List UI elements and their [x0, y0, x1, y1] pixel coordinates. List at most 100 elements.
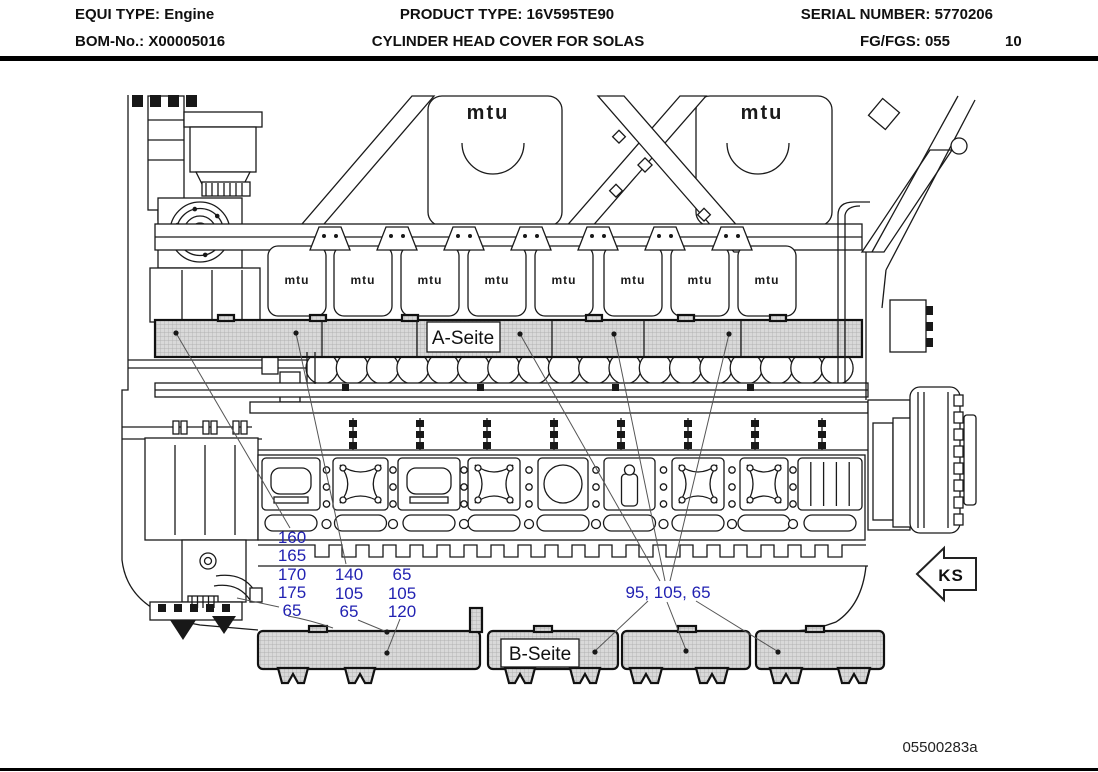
leader-dot — [775, 649, 781, 655]
band-ring — [458, 518, 470, 530]
callout-number: 165 — [278, 546, 306, 565]
castellation — [150, 95, 161, 107]
band-bolt — [592, 500, 600, 508]
band-bolt — [659, 466, 668, 474]
leader-line — [287, 615, 334, 629]
equi-type-value: Engine — [164, 6, 215, 23]
output-flange — [963, 414, 977, 506]
callout-number: 65 — [393, 565, 412, 584]
bom-label: BOM-No.: — [75, 33, 145, 50]
cylinder-head-cover — [467, 245, 527, 317]
bracket-bolt — [926, 306, 933, 315]
part-number-callouts: 160 165 170 175 65 140 105 65 65 105 120… — [278, 528, 711, 621]
flange-bolt — [202, 252, 208, 258]
crankcase-slot — [737, 514, 791, 532]
flex-hose — [201, 181, 251, 197]
stud-nut — [550, 420, 558, 427]
drum-rib — [953, 513, 964, 526]
stud-nut — [483, 442, 491, 449]
mtu-logo-small: mtu — [621, 273, 646, 287]
intake-duct — [860, 149, 954, 253]
pipe-flange — [210, 420, 218, 435]
callout-number: 140 — [335, 565, 363, 584]
stud-nut — [349, 431, 357, 438]
panel-bolt — [746, 464, 754, 472]
gasket-foot — [568, 666, 602, 685]
drum-rib — [953, 411, 964, 424]
stud-nut — [818, 442, 826, 449]
bracket-bolt — [523, 234, 527, 238]
duct-bolt — [611, 129, 627, 144]
leader-line — [357, 619, 388, 633]
lifting-eye — [950, 137, 968, 155]
drum-rib — [953, 496, 964, 509]
stud-nut — [751, 431, 759, 438]
cylinder-head-cover — [737, 245, 797, 317]
bracket-bolt — [926, 338, 933, 347]
band-bolt — [460, 466, 468, 474]
band-bolt — [789, 466, 797, 474]
engine-top-section: mtu mtu — [276, 95, 976, 309]
bracket-notch — [158, 604, 166, 612]
drum-rib — [953, 428, 964, 441]
drum-rib — [953, 479, 964, 492]
cylinder-head-cover — [400, 245, 460, 317]
bracket-notch — [174, 604, 182, 612]
page-title: CYLINDER HEAD COVER FOR SOLAS — [372, 33, 645, 50]
gasket-foot — [276, 666, 310, 685]
crankcase-panel — [797, 457, 863, 511]
deck-bracket — [510, 226, 552, 251]
liner-row — [305, 351, 854, 385]
pipe-flange — [202, 420, 210, 435]
serial-number-value: 5770206 — [934, 6, 993, 23]
panel-bolt — [774, 464, 782, 472]
stud-nut — [751, 442, 759, 449]
b-side-gasket-segment — [256, 629, 482, 671]
duct-bolt — [637, 157, 653, 173]
callout-number: 175 — [278, 583, 306, 602]
mtu-logo-small: mtu — [418, 273, 443, 287]
panel-web — [474, 464, 514, 504]
gasket-foot — [836, 666, 872, 685]
panel-cylinder — [620, 473, 639, 507]
engine-outline-right-bottom — [794, 565, 867, 632]
deck-bracket — [376, 226, 418, 251]
band-bolt — [460, 500, 468, 508]
pipe-flange — [180, 420, 188, 435]
turbo-inlet-arc — [461, 142, 525, 175]
stud-nut — [349, 420, 357, 427]
pump-port-inner — [203, 556, 213, 566]
bracket-bolt — [322, 234, 326, 238]
panel-bolt — [506, 464, 514, 472]
gasket-tab — [307, 624, 329, 634]
band-bolt — [659, 483, 668, 491]
flywheel-plate — [892, 417, 913, 528]
pipe-elbow — [844, 205, 861, 216]
gasket-tab — [768, 313, 788, 323]
leader-dot — [173, 330, 179, 336]
leader-line — [236, 597, 280, 608]
filter-housing — [147, 95, 185, 211]
callout-number: 65 — [340, 602, 359, 621]
panel-bolt — [374, 496, 382, 504]
fg-label: FG/FGS: — [859, 33, 921, 50]
rail-bolt — [477, 384, 484, 391]
band-bolt — [389, 500, 397, 508]
bracket-bolt — [724, 234, 728, 238]
bracket-bolt — [926, 322, 933, 331]
bracket-notch — [206, 604, 214, 612]
bracket-bolt — [535, 234, 539, 238]
stud-nut — [617, 420, 625, 427]
band-bolt — [525, 500, 533, 508]
flange-bolt — [192, 206, 198, 212]
drum-rib — [953, 445, 964, 458]
band-ring — [387, 518, 399, 530]
panel-web — [339, 464, 382, 504]
left-arrow-icon — [915, 545, 977, 603]
duct-bolt — [608, 183, 624, 198]
gearcase-block — [144, 437, 259, 541]
pipe-elbow — [837, 201, 870, 216]
mount-pad — [867, 97, 901, 131]
